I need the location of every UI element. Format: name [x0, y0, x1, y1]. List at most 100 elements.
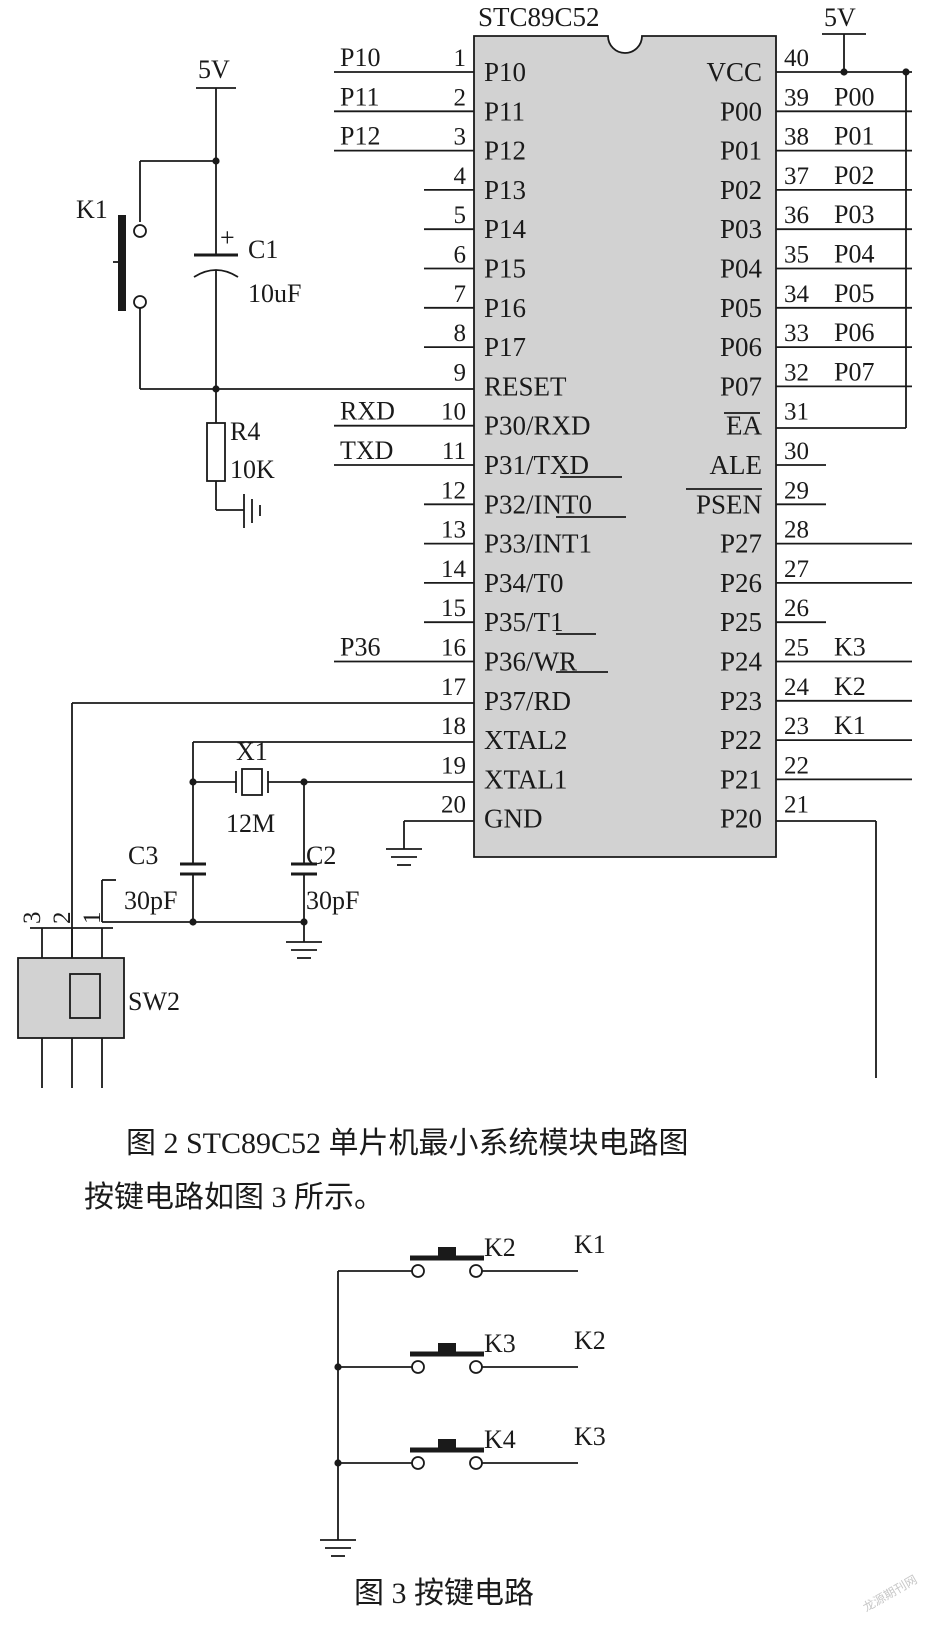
reset-circuit: 5V K1 + C1 10uF	[76, 55, 474, 528]
pin-name: P31/TXD	[484, 450, 589, 480]
net-label: K2	[574, 1326, 606, 1355]
pin-number: 3	[454, 124, 467, 151]
pin-name: ALE	[710, 450, 762, 480]
ground-icon	[320, 1539, 356, 1557]
pin-number: 12	[441, 477, 466, 504]
pin-name: P12	[484, 136, 526, 166]
pin-number: 1	[454, 45, 467, 72]
pin-name: P17	[484, 332, 526, 362]
pin-name: P14	[484, 214, 527, 244]
pin-number: 2	[454, 84, 467, 111]
pin-name: P16	[484, 293, 526, 323]
pin-number: 23	[784, 713, 809, 740]
pin-number: 37	[784, 163, 809, 190]
pin-number: 25	[784, 635, 809, 662]
pin-name: RESET	[484, 371, 567, 401]
button-k4: K4 K3	[334, 1422, 606, 1470]
pin-number: 14	[441, 556, 467, 583]
pin-name: P20	[720, 804, 762, 834]
pin-name: P35/T1	[484, 607, 564, 637]
pin-name: P30/RXD	[484, 411, 591, 441]
net-label: K1	[574, 1230, 606, 1259]
reset-button-k1: K1	[76, 195, 147, 311]
pin-name: P00	[720, 96, 762, 126]
pin-name: P10	[484, 57, 526, 87]
crystal-x1: X1 12M	[226, 737, 275, 838]
figure-3-caption: 图 3 按键电路	[354, 1577, 534, 1610]
pin-number: 4	[454, 163, 467, 190]
pin-name: XTAL2	[484, 725, 567, 755]
pin-number: 17	[441, 674, 466, 701]
pin-name: P34/T0	[484, 568, 564, 598]
pin-number: 11	[442, 438, 466, 465]
net-label: P10	[340, 43, 380, 72]
chip-pin-15: 15 P35/T1	[424, 595, 564, 637]
pin-name: P04	[720, 254, 763, 284]
net-label: P02	[834, 161, 874, 190]
chip-pin-1: 1 P10 P10	[334, 43, 526, 87]
pin-number: 9	[454, 359, 467, 386]
pin-name: P15	[484, 254, 526, 284]
net-label: K3	[574, 1422, 606, 1451]
button-label: K3	[484, 1329, 516, 1358]
pin-number: 24	[784, 674, 810, 701]
pin-name: XTAL1	[484, 764, 567, 794]
net-label: P06	[834, 318, 874, 347]
resistor-r4: R4 10K	[206, 417, 275, 484]
chip-pin-8: 8 P17	[424, 320, 526, 362]
pin-number: 21	[784, 792, 809, 819]
value-c3: 30pF	[124, 886, 177, 915]
pin-number: 29	[784, 477, 809, 504]
watermark: 龙源期刊网	[861, 1572, 920, 1614]
ground-icon	[243, 494, 261, 528]
cap-c3: C3 30pF	[124, 841, 206, 915]
pin-number: 15	[441, 595, 466, 622]
ground-icon	[386, 820, 474, 866]
pin-number: 39	[784, 84, 809, 111]
net-label: RXD	[340, 397, 395, 426]
sw2-pin-1: 1	[79, 912, 106, 925]
net-label: P12	[340, 122, 380, 151]
pin-name: P21	[720, 764, 762, 794]
net-label: K1	[834, 711, 866, 740]
pin-number: 13	[441, 517, 466, 544]
pin-name: P05	[720, 293, 762, 323]
button-label: K4	[484, 1425, 516, 1454]
net-label: P36	[340, 633, 380, 662]
net-label: P01	[834, 122, 874, 151]
chip-name: STC89C52	[478, 2, 600, 32]
net-label: P03	[834, 200, 874, 229]
net-label: P04	[834, 240, 874, 269]
chip-body	[473, 35, 777, 858]
pin-name: P24	[720, 647, 763, 677]
pin-name: P27	[720, 529, 762, 559]
button-k3: K3 K2	[334, 1326, 606, 1374]
net-label: P07	[834, 357, 874, 386]
pin-name: P13	[484, 175, 526, 205]
value-x1: 12M	[226, 809, 275, 838]
pin-number: 8	[454, 320, 467, 347]
pin-name: PSEN	[696, 489, 762, 519]
chip-pin-21: 21 P20	[720, 792, 809, 834]
net-label: K2	[834, 672, 866, 701]
pin-number: 40	[784, 45, 809, 72]
button-label: K2	[484, 1233, 516, 1262]
